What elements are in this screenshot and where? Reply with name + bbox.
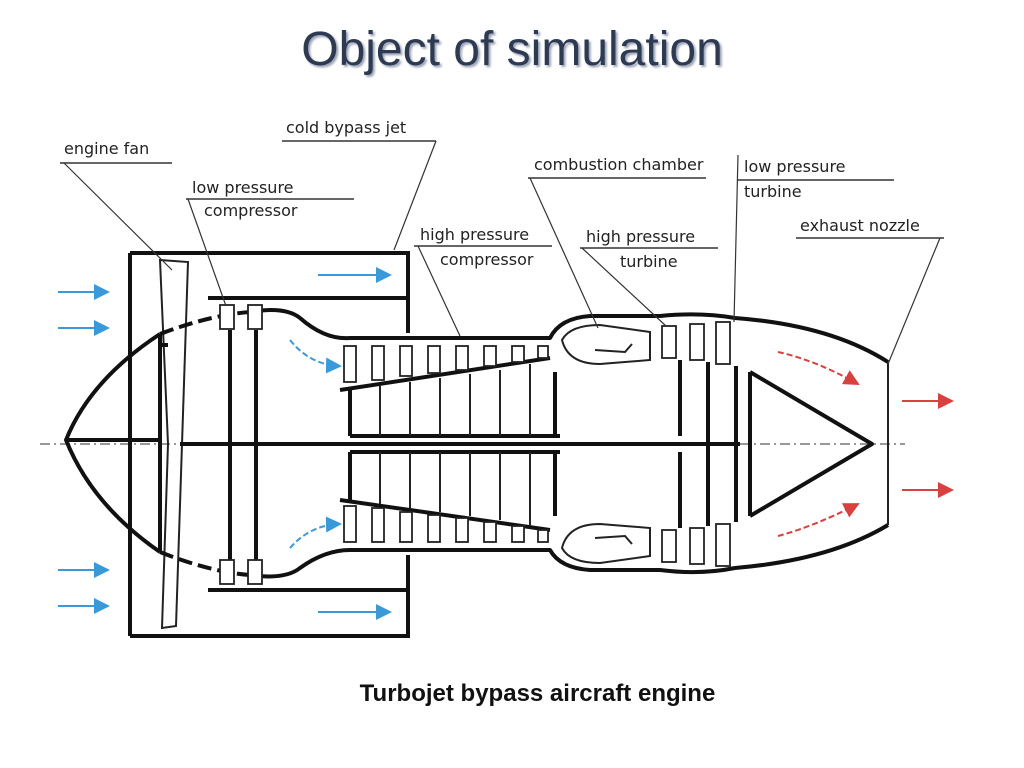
svg-text:cold bypass jet: cold bypass jet	[286, 118, 406, 137]
label-cold-bypass-jet: cold bypass jet	[282, 118, 437, 251]
core-upper	[249, 308, 890, 364]
combustion-chamber	[553, 323, 651, 565]
svg-text:engine fan: engine fan	[64, 139, 149, 158]
core-upper-front	[159, 310, 251, 336]
svg-text:exhaust nozzle: exhaust nozzle	[800, 216, 920, 235]
svg-text:high pressure: high pressure	[586, 227, 695, 246]
intake-flow-arrows	[58, 267, 392, 620]
slide-title: Object of simulation	[301, 23, 723, 76]
svg-text:low pressure: low pressure	[192, 178, 294, 197]
svg-text:low pressure: low pressure	[744, 157, 846, 176]
svg-text:compressor: compressor	[440, 250, 534, 269]
label-combustion-chamber: combustion chamber	[528, 155, 706, 329]
outer-casing	[128, 251, 410, 638]
high-pressure-compressor	[339, 345, 551, 543]
label-exhaust-nozzle: exhaust nozzle	[796, 216, 944, 365]
label-high-pressure-compressor: high pressure compressor	[414, 225, 552, 337]
svg-text:compressor: compressor	[204, 201, 298, 220]
diagram-caption: Turbojet bypass aircraft engine	[359, 680, 716, 707]
label-low-pressure-compressor: low pressure compressor	[186, 178, 354, 307]
exhaust-flow-arrows	[777, 351, 954, 537]
core-lower-front	[159, 550, 251, 577]
exhaust-cone	[748, 370, 874, 518]
svg-text:high pressure: high pressure	[420, 225, 529, 244]
svg-text:combustion chamber: combustion chamber	[534, 155, 704, 174]
core-lower	[249, 523, 890, 579]
nose-cone	[64, 332, 162, 554]
label-high-pressure-turbine: high pressure turbine	[580, 227, 718, 327]
label-engine-fan: engine fan	[60, 139, 173, 271]
svg-text:turbine: turbine	[744, 182, 802, 201]
turbines	[661, 321, 738, 567]
svg-text:turbine: turbine	[620, 252, 678, 271]
label-low-pressure-turbine: low pressure turbine	[733, 154, 894, 323]
